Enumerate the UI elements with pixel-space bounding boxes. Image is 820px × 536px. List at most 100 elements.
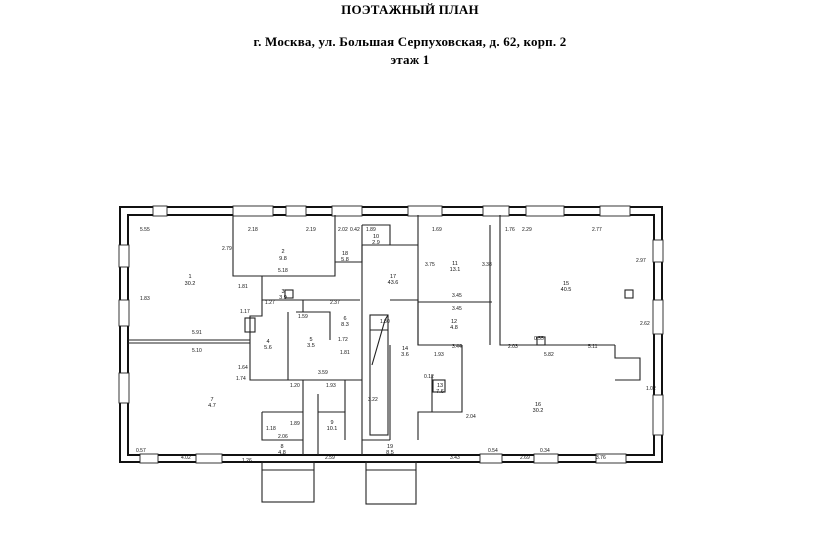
dim-label: 2.79	[222, 246, 232, 252]
dim-label: 1.83	[140, 296, 150, 302]
dim-label: 2.97	[636, 258, 646, 264]
dim-label: 3.76	[596, 455, 606, 461]
room-number: 8	[280, 444, 283, 450]
dim-label: 0.42	[350, 227, 360, 233]
room-number: 12	[451, 319, 457, 325]
room-number: 4	[266, 339, 269, 345]
room-area: 5.6	[264, 345, 272, 351]
dim-label: 3.75	[425, 262, 435, 268]
dim-label: 1.93	[434, 352, 444, 358]
room-area: 8.3	[341, 322, 349, 328]
room-area: 3.6	[401, 352, 409, 358]
room-number: 17	[390, 274, 396, 280]
interior-walls	[128, 215, 641, 455]
room-number: 18	[342, 251, 348, 257]
room-area: 4.7	[208, 403, 216, 409]
dim-label: 0.12	[424, 374, 434, 380]
fixtures	[244, 289, 634, 393]
dim-label: 2.06	[278, 434, 288, 440]
dim-label: 1.20	[290, 383, 300, 389]
room-number: 7	[210, 397, 213, 403]
room-area: 13.1	[450, 267, 461, 273]
dim-label: 2.69	[520, 455, 530, 461]
room-number: 14	[402, 346, 408, 352]
room-number: 11	[452, 261, 458, 267]
dim-label: 1.27	[265, 300, 275, 306]
dim-label: 2.18	[248, 227, 258, 233]
entrance-steps	[261, 461, 417, 505]
room-area: 4.8	[450, 325, 458, 331]
dim-label: 3.44	[452, 344, 462, 350]
room-area: 40.5	[561, 287, 572, 293]
dim-label: 1.81	[238, 284, 248, 290]
address-line: г. Москва, ул. Большая Серпуховская, д. …	[253, 34, 567, 49]
dim-label: 5.18	[278, 268, 288, 274]
dim-label: 1.69	[432, 227, 442, 233]
floor-label: этаж 1	[390, 52, 430, 67]
dim-label: 3.43	[450, 455, 460, 461]
dim-label: 1.89	[290, 421, 300, 427]
room-number: 19	[387, 444, 393, 450]
dim-label: 1.59	[298, 314, 308, 320]
room-area: 2.9	[372, 240, 380, 246]
dim-label: 4.02	[181, 455, 191, 461]
room-number: 10	[373, 234, 379, 240]
dim-label: 5.11	[588, 344, 598, 350]
dim-label: 2.03	[508, 344, 518, 350]
room-area: 30.2	[185, 281, 196, 287]
dim-label: 1.72	[338, 337, 348, 343]
dim-label: 3.59	[318, 370, 328, 376]
page-title: ПОЭТАЖНЫЙ ПЛАН	[341, 2, 479, 17]
dim-label: 5.55	[140, 227, 150, 233]
room-number: 1	[188, 274, 191, 280]
dim-label: 1.30	[380, 319, 390, 325]
dim-label: 3.45	[452, 293, 462, 299]
room-number: 5	[309, 337, 312, 343]
dim-label: 0.34	[540, 448, 550, 454]
dim-label: 0.57	[136, 448, 146, 454]
room-area: 7.6	[436, 389, 444, 395]
room-area: 8.5	[386, 450, 394, 456]
dim-label: 2.19	[306, 227, 316, 233]
dimension-labels: 2.79 2.18 2.19 2.02 1.89 1.76 2.29 2.77 …	[136, 227, 656, 464]
dim-label: 2.77	[592, 227, 602, 233]
room-area: 10.1	[327, 426, 338, 432]
dim-label: 3.22	[368, 397, 378, 403]
dim-label: 1.64	[238, 365, 248, 371]
room-area: 43.6	[388, 280, 399, 286]
dim-label: 5.91	[192, 330, 202, 336]
dim-label: 1.17	[240, 309, 250, 315]
room-labels: 1 30.2 2 9.8 3 3.9 4 5.6 5 3.5 6 8.3 7 4…	[185, 234, 572, 456]
dim-label: 2.02	[338, 227, 348, 233]
dim-label: 1.26	[242, 458, 252, 464]
dim-label: 3.45	[452, 306, 462, 312]
room-area: 9.8	[279, 256, 287, 262]
room-number: 3	[281, 289, 284, 295]
staircase	[369, 314, 389, 436]
dim-label: 2.04	[466, 414, 476, 420]
dim-label: 2.29	[522, 227, 532, 233]
dim-label: 2.37	[330, 300, 340, 306]
dim-label: 1.02	[646, 386, 656, 392]
room-number: 15	[563, 281, 569, 287]
dim-label: 2.59	[325, 455, 335, 461]
room-number: 13	[437, 383, 443, 389]
dim-label: 1.74	[236, 376, 246, 382]
room-number: 16	[535, 402, 541, 408]
room-number: 9	[330, 420, 333, 426]
room-area: 5.8	[341, 257, 349, 263]
room-area: 3.9	[279, 295, 287, 301]
room-area: 30.2	[533, 408, 544, 414]
dim-label: 5.10	[192, 348, 202, 354]
dim-label: 5.82	[544, 352, 554, 358]
room-area: 4.8	[278, 450, 286, 456]
room-area: 3.5	[307, 343, 315, 349]
dim-label: 1.89	[366, 227, 376, 233]
room-number: 6	[343, 316, 346, 322]
dim-label: 1.93	[326, 383, 336, 389]
room-number: 2	[281, 249, 284, 255]
dim-label: 1.18	[266, 426, 276, 432]
dim-label: 1.81	[340, 350, 350, 356]
dim-label: 3.38	[482, 262, 492, 268]
